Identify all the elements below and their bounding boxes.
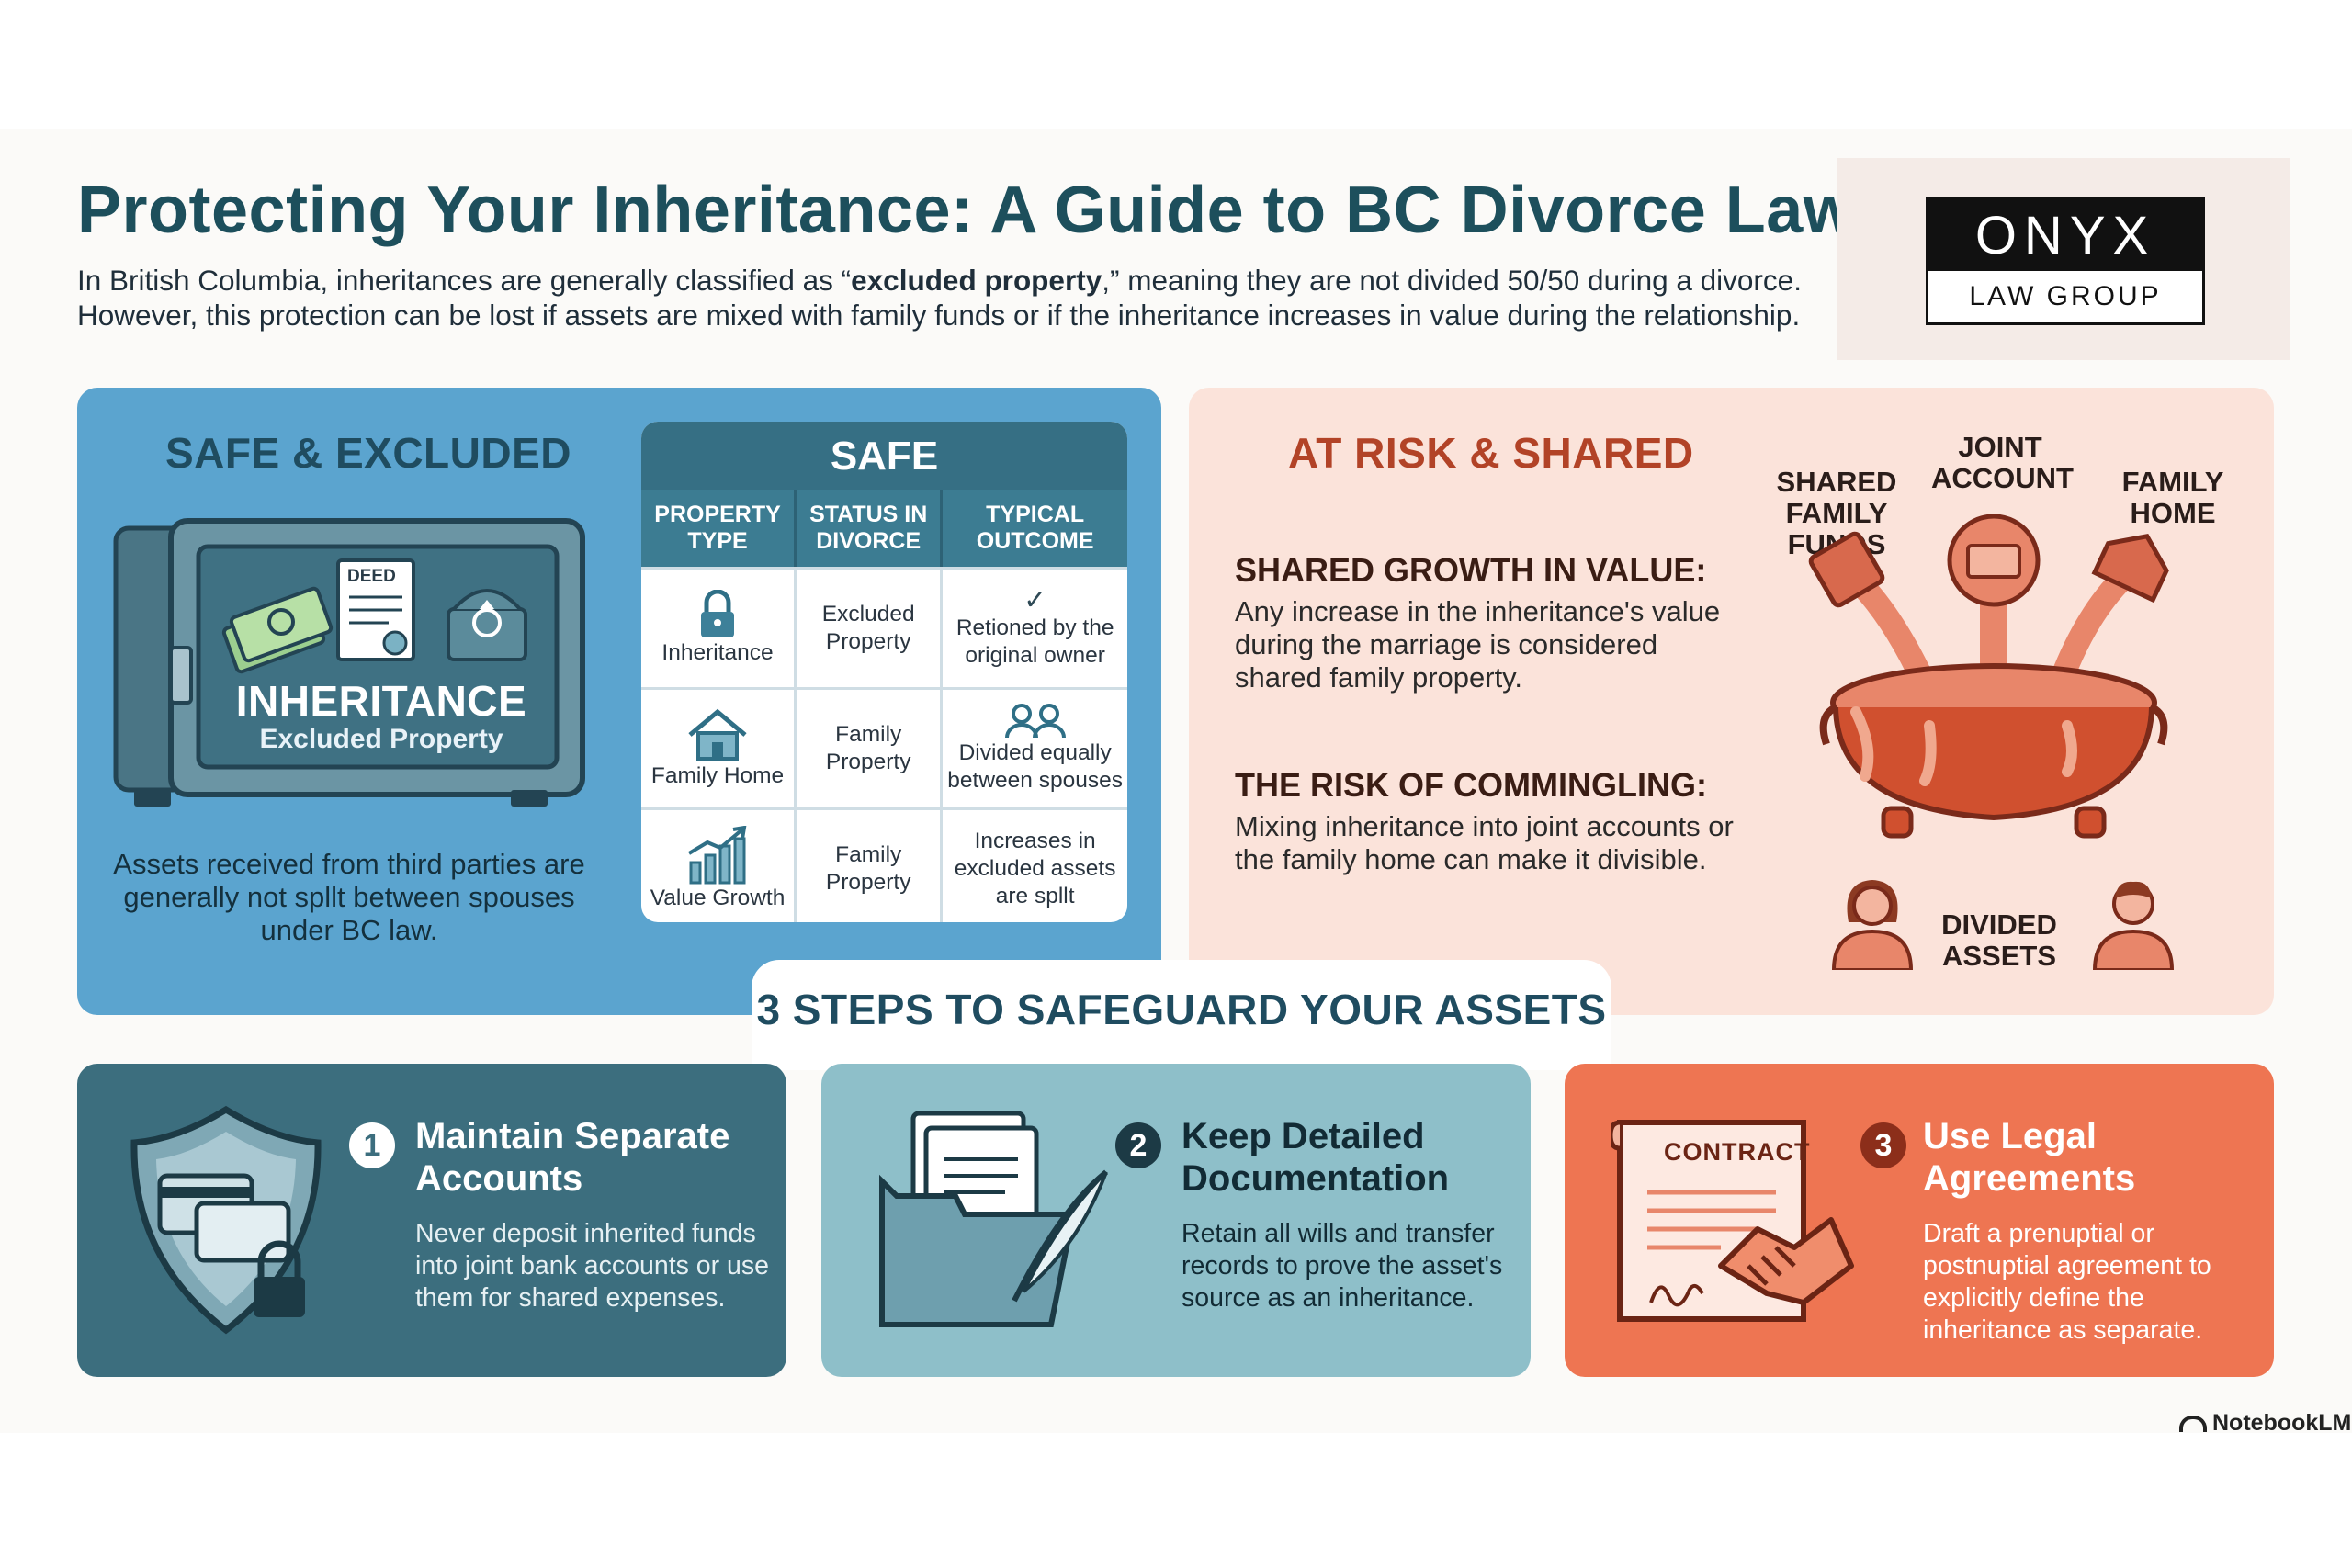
check-icon: ✓ (1023, 585, 1047, 615)
step-number: 2 (1115, 1122, 1161, 1168)
intro-line1-pre: In British Columbia, inheritances are ge… (77, 264, 852, 297)
step-title: Maintain Separate Accounts (415, 1116, 730, 1199)
risk-point-title: THE RISK OF COMMINGLING: (1235, 766, 1707, 804)
page-title: Protecting Your Inheritance: A Guide to … (77, 174, 1856, 247)
logo-name: ONYX (1928, 199, 2202, 271)
table-cell: Family Home (641, 690, 797, 807)
vault-icon (113, 518, 585, 807)
step-title: Use Legal Agreements (1923, 1116, 2136, 1199)
table-title: SAFE (641, 422, 1127, 490)
table-cell: Family Property (797, 690, 944, 807)
risk-point-text: Mixing inheritance into joint accounts o… (1235, 810, 1734, 875)
risk-point-text: Any increase in the inheritance's value … (1235, 595, 1721, 694)
vault-label: INHERITANCE (235, 677, 527, 725)
person-icon-male (2092, 881, 2175, 970)
step-card-1: 1 Maintain Separate Accounts Never depos… (77, 1064, 786, 1377)
intro-line1-bold: excluded property (851, 264, 1102, 297)
table-cell: Increases in excluded assets are spllt (954, 829, 1116, 908)
onyx-logo: ONYX LAW GROUP (1926, 197, 2205, 325)
growth-chart-icon (688, 826, 747, 885)
logo-subtitle: LAW GROUP (1969, 281, 2162, 311)
risk-point-title: SHARED GROWTH IN VALUE: (1235, 551, 1707, 589)
notebooklm-label: NotebookLM (2212, 1410, 2352, 1436)
safe-caption: Assets received from third parties are g… (113, 848, 585, 946)
property-type: Inheritance (662, 640, 774, 665)
contract-label: CONTRACT (1664, 1138, 1811, 1166)
step-number: 1 (349, 1122, 395, 1168)
column-header: PROPERTY TYPE (641, 490, 797, 567)
table-row: Family Home Family Property Divided equa… (641, 687, 1127, 807)
property-type: Value Growth (650, 886, 786, 910)
safe-heading: SAFE & EXCLUDED (165, 429, 571, 477)
intro-line2: However, this protection can be lost if … (77, 299, 1801, 332)
steps-banner (752, 960, 1611, 1070)
step-title: Keep Detailed Documentation (1182, 1116, 1450, 1199)
lock-icon (701, 590, 735, 637)
intro-line1-post: ,” meaning they are not divided 50/50 du… (1102, 264, 1802, 297)
deed-label: DEED (347, 567, 396, 586)
people-icon (1004, 704, 1066, 739)
table-header-row: PROPERTY TYPE STATUS IN DIVORCE TYPICAL … (641, 490, 1127, 567)
shield-icon (130, 1105, 322, 1335)
step-text: Draft a prenuptial or postnuptial agreem… (1923, 1219, 2211, 1345)
table-row: Value Growth Family Property Increases i… (641, 807, 1127, 922)
label-divided-assets: DIVIDED ASSETS (1941, 908, 2057, 972)
step-card-2: 2 Keep Detailed Documentation Retain all… (821, 1064, 1531, 1377)
safe-table: SAFE PROPERTY TYPE STATUS IN DIVORCE TYP… (641, 422, 1127, 922)
documents-folder-icon (879, 1111, 1108, 1327)
vault-sublabel: Excluded Property (259, 724, 503, 754)
notebooklm-badge: NotebookLM (2179, 1410, 2351, 1437)
property-type: Family Home (650, 763, 785, 788)
outcome-text: Divided equally between spouses (947, 740, 1123, 793)
step-number: 3 (1860, 1122, 1906, 1168)
outcome-text: Retioned by the original owner (956, 615, 1114, 668)
house-icon (688, 708, 747, 761)
contract-handshake-icon (1611, 1120, 1854, 1322)
table-cell: Value Growth (641, 810, 797, 922)
table-cell: ✓ Retioned by the original owner (943, 570, 1127, 687)
table-cell: Divided equally between spouses (943, 690, 1127, 807)
table-cell: Inheritance (641, 570, 797, 687)
column-header: STATUS IN DIVORCE (797, 490, 944, 567)
column-header: TYPICAL OUTCOME (976, 502, 1094, 554)
step-text: Never deposit inherited funds into joint… (415, 1219, 769, 1313)
step-text: Retain all wills and transfer records to… (1182, 1219, 1503, 1313)
notebooklm-icon (2179, 1416, 2207, 1433)
intro-text: In British Columbia, inheritances are ge… (77, 263, 1823, 333)
risk-heading: AT RISK & SHARED (1288, 429, 1694, 477)
label-family-home: FAMILY HOME (2121, 466, 2224, 529)
person-icon-female (1831, 880, 1914, 970)
table-row: Inheritance Excluded Property ✓ Retioned… (641, 567, 1127, 687)
step-card-3: CONTRACT 3 Use Legal Agreements Draft a … (1565, 1064, 2274, 1377)
label-joint-account: JOINT ACCOUNT (1931, 431, 2074, 494)
table-cell: Excluded Property (797, 570, 944, 687)
melting-pot-icon (1808, 514, 2169, 839)
steps-title: 3 STEPS TO SAFEGUARD YOUR ASSETS (756, 986, 1607, 1033)
table-cell: Family Property (797, 810, 944, 922)
